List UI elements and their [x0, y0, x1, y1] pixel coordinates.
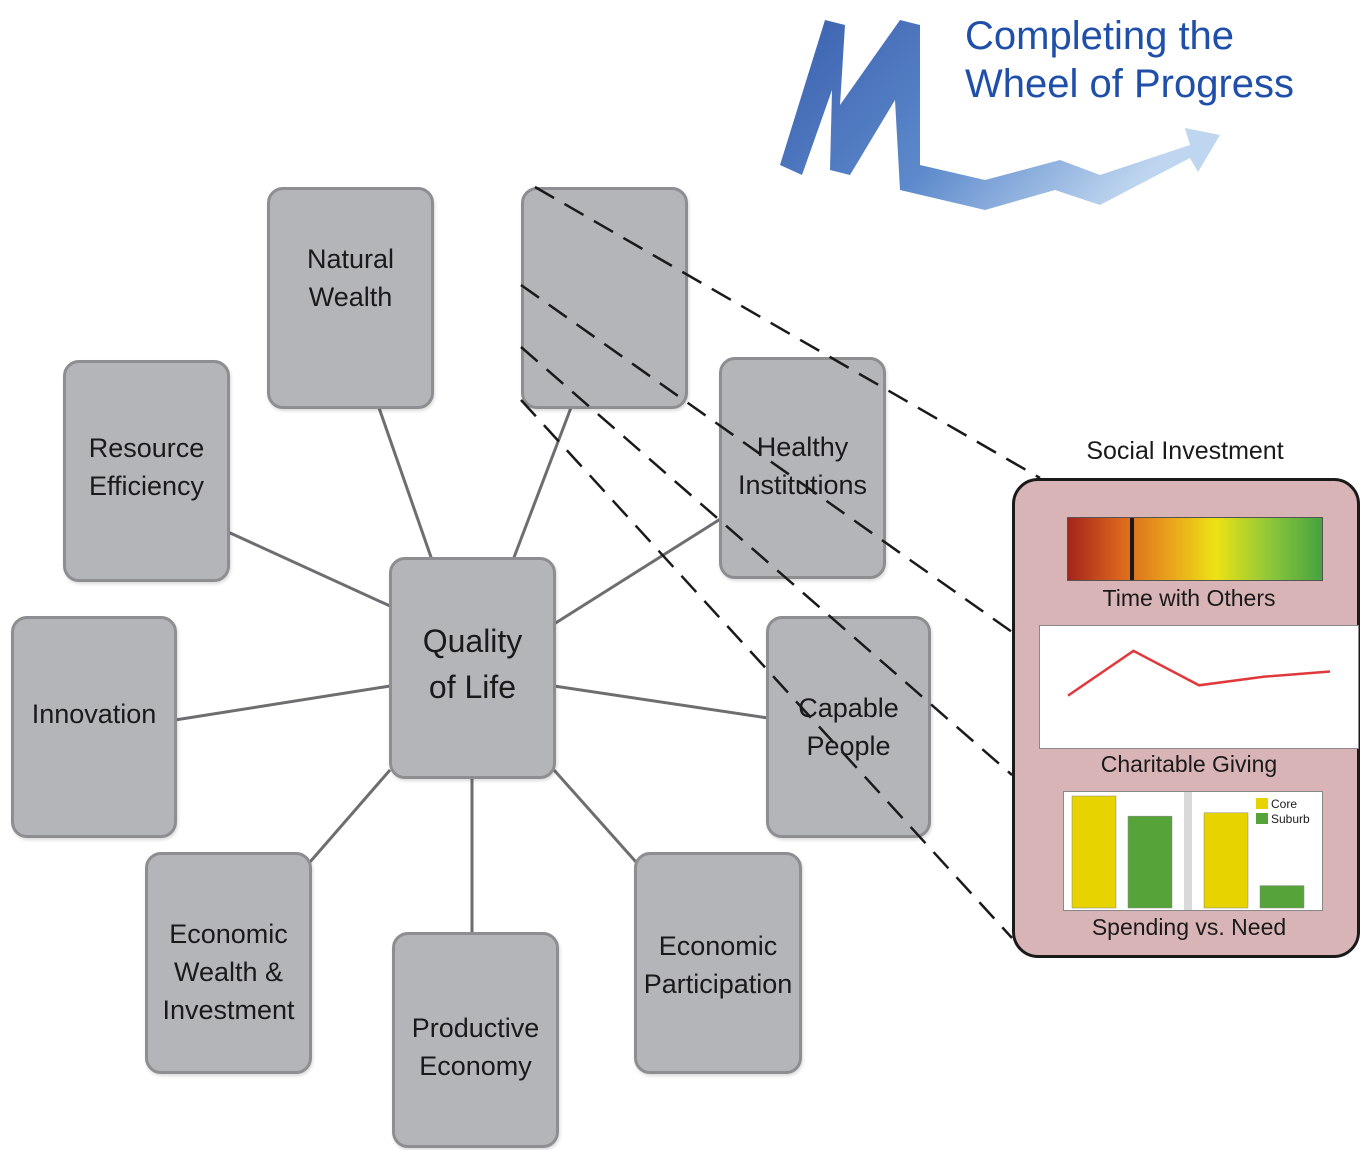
- node-economic-participation: Economic Participation: [634, 852, 802, 1074]
- page-title: Completing the Wheel of Progress: [965, 14, 1295, 106]
- legend-label-suburb: Suburb: [1271, 812, 1310, 826]
- legend-swatch-core: [1256, 798, 1268, 809]
- node-economic-wealth-label: Economic Wealth & Investment: [162, 919, 295, 1025]
- node-natural-wealth-label: Natural Wealth: [306, 244, 395, 312]
- panel-heading: Social Investment: [1086, 437, 1284, 465]
- spoke-economic-wealth: [308, 769, 392, 863]
- node-resource-efficiency: Resource Efficiency: [63, 360, 230, 582]
- gauge-marker: [1130, 518, 1134, 580]
- node-innovation-label: Innovation: [31, 699, 157, 729]
- bar-core-1: [1071, 795, 1117, 909]
- node-capable-people: Capable People: [766, 616, 931, 838]
- gauge-label: Time with Others: [1102, 585, 1276, 611]
- bar-suburb-2: [1259, 885, 1305, 909]
- node-productive-economy-label: Productive Economy: [411, 1013, 540, 1081]
- node-quality-of-life: Quality of Life: [389, 557, 556, 779]
- wheel-logo: [780, 20, 1220, 210]
- spoke-capable-people: [553, 684, 769, 720]
- line-chart-label: Charitable Giving: [1100, 751, 1278, 777]
- node-innovation: Innovation: [11, 616, 177, 838]
- node-quality-of-life-label: Quality of Life: [422, 623, 523, 705]
- node-social-investment: [521, 187, 688, 409]
- legend-swatch-suburb: [1256, 813, 1268, 824]
- node-resource-efficiency-label: Resource Efficiency: [88, 433, 205, 501]
- time-with-others-gauge: [1067, 517, 1323, 581]
- node-capable-people-label: Capable People: [798, 693, 899, 761]
- spoke-healthy-institutions: [553, 516, 723, 626]
- spoke-natural-wealth: [376, 404, 434, 561]
- node-economic-participation-label: Economic Participation: [643, 931, 793, 999]
- spoke-social-investment: [511, 404, 574, 561]
- spoke-innovation: [174, 684, 391, 722]
- node-productive-economy: Productive Economy: [392, 932, 559, 1148]
- bar-suburb-1: [1127, 815, 1173, 909]
- group-divider: [1184, 792, 1192, 910]
- node-healthy-institutions-label: Healthy Institutions: [737, 432, 868, 500]
- node-healthy-institutions: Healthy Institutions: [719, 357, 886, 579]
- charitable-giving-line: [1067, 649, 1331, 697]
- node-natural-wealth: Natural Wealth: [267, 187, 434, 409]
- spoke-economic-participation: [552, 769, 638, 863]
- node-economic-wealth: Economic Wealth & Investment: [145, 852, 312, 1074]
- charitable-giving-chart: [1039, 625, 1359, 749]
- legend-label-core: Core: [1271, 797, 1297, 811]
- bar-core-2: [1203, 812, 1249, 909]
- bar-chart-label: Spending vs. Need: [1091, 914, 1287, 940]
- spoke-resource-efficiency: [227, 530, 391, 608]
